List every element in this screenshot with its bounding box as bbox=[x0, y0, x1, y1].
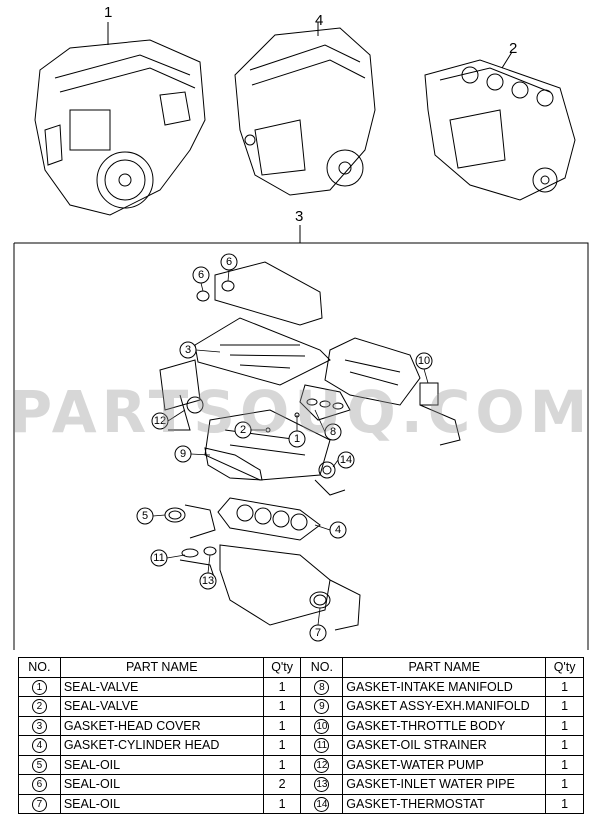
callout-number: 8 bbox=[329, 426, 337, 438]
header-no: NO. bbox=[300, 657, 344, 678]
part-name: GASKET-INTAKE MANIFOLD bbox=[342, 676, 547, 697]
part-number-cell: 6 bbox=[18, 774, 61, 795]
header-no: NO. bbox=[18, 657, 61, 678]
part-qty: 1 bbox=[545, 774, 584, 795]
callout-number: 12 bbox=[153, 415, 167, 427]
part-qty: 1 bbox=[545, 754, 584, 775]
part-number: 13 bbox=[314, 777, 330, 793]
part-number: 3 bbox=[31, 718, 47, 734]
part-number: 12 bbox=[314, 757, 330, 773]
part-qty: 1 bbox=[262, 676, 302, 697]
part-number-cell: 10 bbox=[300, 715, 344, 736]
part-qty: 1 bbox=[262, 715, 302, 736]
part-number-cell: 13 bbox=[300, 774, 344, 795]
part-number: 2 bbox=[31, 699, 47, 715]
part-qty: 1 bbox=[262, 735, 302, 756]
part-number: 4 bbox=[31, 738, 47, 754]
part-qty: 1 bbox=[545, 715, 584, 736]
part-name: SEAL-OIL bbox=[59, 774, 264, 795]
part-number-cell: 5 bbox=[18, 754, 61, 775]
callout-number: 4 bbox=[334, 524, 342, 536]
callout-number: 7 bbox=[314, 627, 322, 639]
header-part-name: PART NAME bbox=[342, 657, 547, 678]
part-number-cell: 8 bbox=[300, 676, 344, 697]
callout-number: 3 bbox=[184, 344, 192, 356]
part-name: GASKET ASSY-EXH.MANIFOLD bbox=[342, 696, 547, 717]
part-number: 10 bbox=[314, 718, 330, 734]
part-number-cell: 11 bbox=[300, 735, 344, 756]
part-number-cell: 12 bbox=[300, 754, 344, 775]
callout-number: 6 bbox=[225, 256, 233, 268]
part-number-cell: 1 bbox=[18, 676, 61, 697]
header-part-name: PART NAME bbox=[59, 657, 264, 678]
part-qty: 1 bbox=[545, 793, 584, 814]
callout-number: 14 bbox=[339, 454, 353, 466]
part-number-cell: 14 bbox=[300, 793, 344, 814]
callout-number: 2 bbox=[239, 424, 247, 436]
part-number: 6 bbox=[31, 777, 47, 793]
part-number-cell: 7 bbox=[18, 793, 61, 814]
exploded-diagram bbox=[13, 22, 589, 650]
part-qty: 1 bbox=[262, 754, 302, 775]
assembly-label-3: 3 bbox=[295, 208, 304, 225]
part-name: SEAL-VALVE bbox=[59, 696, 264, 717]
part-qty: 1 bbox=[262, 696, 302, 717]
callout-number: 11 bbox=[153, 552, 165, 564]
engine-assembly-4 bbox=[234, 27, 376, 196]
part-name: GASKET-THROTTLE BODY bbox=[342, 715, 547, 736]
part-qty: 1 bbox=[545, 735, 584, 756]
part-qty: 1 bbox=[545, 676, 584, 697]
part-name: GASKET-CYLINDER HEAD bbox=[59, 735, 264, 756]
engine-assembly-1 bbox=[34, 39, 206, 216]
part-name: SEAL-OIL bbox=[59, 754, 264, 775]
part-name: GASKET-INLET WATER PIPE bbox=[342, 774, 547, 795]
part-number: 7 bbox=[31, 796, 47, 812]
header-qty: Q'ty bbox=[545, 657, 584, 678]
callout-number: 13 bbox=[201, 575, 215, 587]
part-name: GASKET-HEAD COVER bbox=[59, 715, 264, 736]
callout-number: 10 bbox=[417, 355, 431, 367]
assembly-label-2: 2 bbox=[509, 40, 518, 57]
callout-number: 6 bbox=[197, 269, 205, 281]
part-name: SEAL-OIL bbox=[59, 793, 264, 814]
engine-assembly-2 bbox=[424, 59, 576, 201]
part-name: GASKET-WATER PUMP bbox=[342, 754, 547, 775]
part-number: 8 bbox=[314, 679, 330, 695]
assembly-label-1: 1 bbox=[104, 4, 113, 21]
part-name: SEAL-VALVE bbox=[59, 676, 264, 697]
callout-number: 5 bbox=[141, 510, 149, 522]
part-number: 14 bbox=[314, 796, 330, 812]
part-number: 9 bbox=[314, 699, 330, 715]
part-qty: 1 bbox=[545, 696, 584, 717]
callout-number: 1 bbox=[293, 433, 301, 445]
part-number-cell: 9 bbox=[300, 696, 344, 717]
part-number: 5 bbox=[31, 757, 47, 773]
part-number-cell: 2 bbox=[18, 696, 61, 717]
callout-number: 9 bbox=[179, 448, 187, 460]
part-number: 11 bbox=[314, 738, 330, 754]
parts-table-header: NO. PART NAME Q'ty NO. PART NAME Q'ty bbox=[18, 657, 584, 678]
part-qty: 1 bbox=[262, 793, 302, 814]
part-qty: 2 bbox=[262, 774, 302, 795]
part-number-cell: 3 bbox=[18, 715, 61, 736]
header-qty: Q'ty bbox=[262, 657, 302, 678]
assembly-label-4: 4 bbox=[315, 12, 324, 29]
part-name: GASKET-OIL STRAINER bbox=[342, 735, 547, 756]
part-number: 1 bbox=[31, 679, 47, 695]
part-name: GASKET-THERMOSTAT bbox=[342, 793, 547, 814]
part-number-cell: 4 bbox=[18, 735, 61, 756]
